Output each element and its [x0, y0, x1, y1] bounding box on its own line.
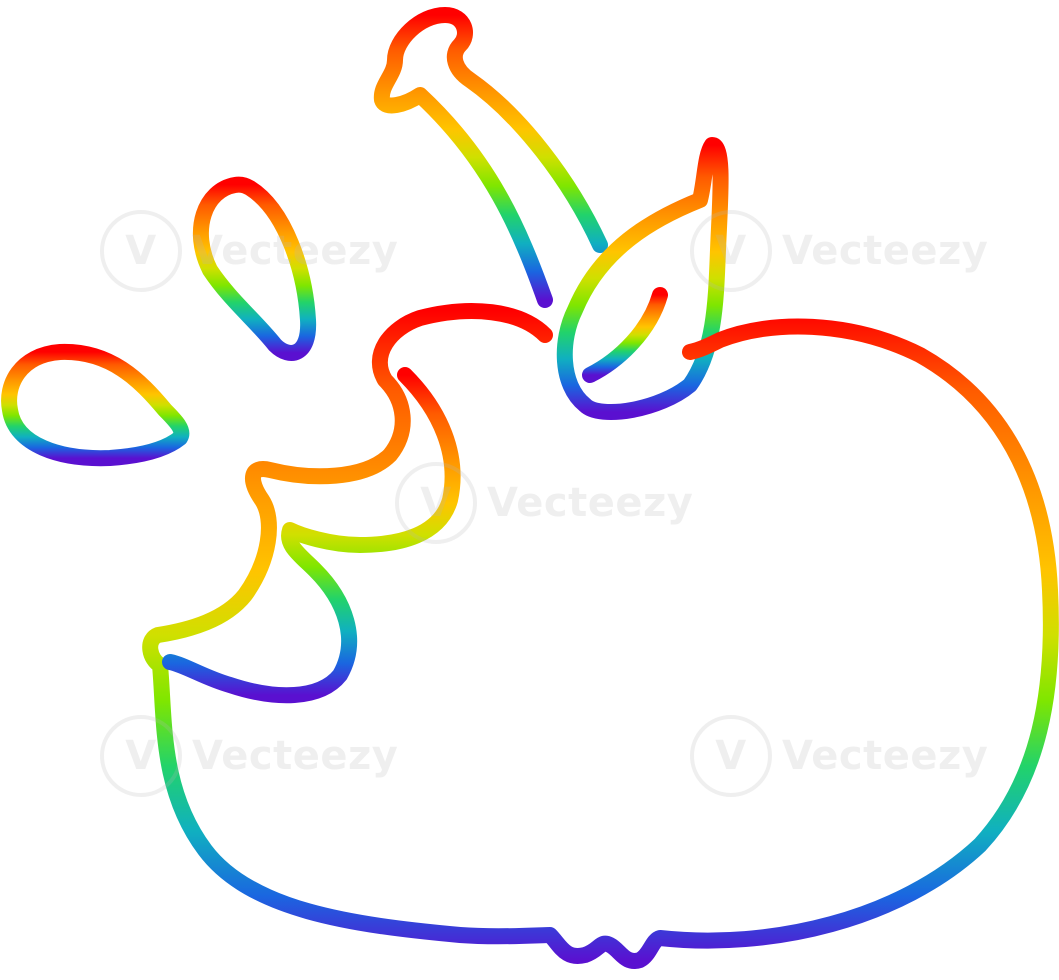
leaf-vein — [582, 287, 668, 383]
droplet-left — [1, 343, 190, 467]
apple-body — [142, 303, 1059, 969]
droplet-top — [193, 176, 317, 361]
bite-edge — [162, 367, 461, 704]
leaf — [556, 137, 729, 421]
stem — [373, 7, 608, 308]
